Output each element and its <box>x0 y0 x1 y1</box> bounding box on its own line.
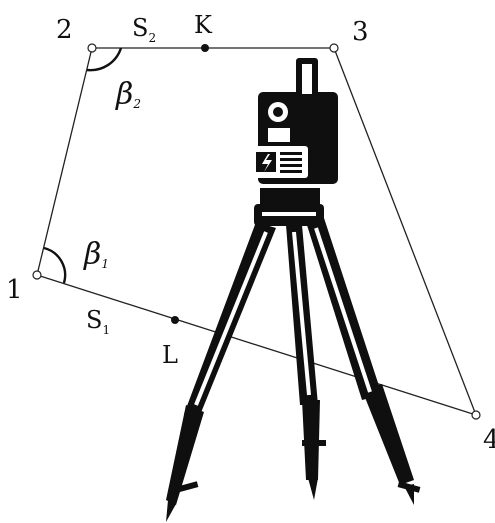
point-k-label: K <box>194 11 213 39</box>
keyboard-row-3 <box>280 164 302 167</box>
side-3-4 <box>333 47 477 416</box>
side-s2-letter: S <box>132 14 148 42</box>
traverse-polygon <box>36 47 477 416</box>
keyboard-row-1 <box>280 152 302 155</box>
point-4-label: 4 <box>483 425 495 455</box>
tripod-leg-left-strip <box>194 231 268 406</box>
side-1-4 <box>36 274 477 416</box>
tripod-leg-right-lower <box>362 384 414 485</box>
point-3-label: 3 <box>352 17 369 47</box>
point-2-label: 2 <box>56 15 73 45</box>
side-1-2 <box>36 47 93 276</box>
instrument-side-knob <box>316 100 328 170</box>
instrument-panel <box>268 128 290 142</box>
side-s1-subscript: 1 <box>102 323 110 337</box>
angle-beta-2-label: β2 <box>115 77 141 112</box>
total-station <box>248 58 338 184</box>
tripod-spike-middle <box>308 478 318 500</box>
tribrach <box>260 188 320 206</box>
lightning-icon <box>262 154 272 172</box>
angle-beta-1-letter: β <box>83 237 101 272</box>
point-l-marker <box>171 316 179 324</box>
telescope-lens-core <box>273 107 283 117</box>
angle-arc-beta-2 <box>86 47 123 72</box>
angle-beta-1-label: β1 <box>83 237 109 272</box>
point-l-label: L <box>162 341 178 369</box>
keyboard-row-4 <box>280 170 302 173</box>
tripod-spike-left <box>166 500 176 522</box>
vertex-3 <box>329 43 339 53</box>
tripod <box>166 188 421 522</box>
side-s1-label: S1 <box>86 306 110 337</box>
vertex-4 <box>471 410 481 420</box>
tripod-head-band <box>262 212 316 216</box>
angle-beta-2-letter: β <box>115 77 133 112</box>
tripod-leg-right-strip <box>314 227 372 393</box>
side-s1-letter: S <box>86 306 102 334</box>
tripod-spike-right <box>404 484 414 505</box>
tripod-foot-middle <box>302 440 326 446</box>
side-s2-label: S2 <box>132 14 156 45</box>
side-s2-subscript: 2 <box>148 31 156 45</box>
tripod-leg-left-lower <box>166 405 204 505</box>
angle-beta-2-subscript: 2 <box>132 97 141 111</box>
vertex-2 <box>87 43 97 53</box>
point-k-marker <box>201 44 209 52</box>
keyboard-row-2 <box>280 158 302 161</box>
tripod-leg-middle-strip <box>292 231 311 396</box>
instrument-handle-gap <box>302 64 312 94</box>
angle-arc-beta-1 <box>43 246 67 284</box>
tripod-foot-left <box>175 481 199 493</box>
point-1-label: 1 <box>6 275 23 305</box>
angle-beta-1-subscript: 1 <box>101 257 109 271</box>
vertex-1 <box>32 270 42 280</box>
